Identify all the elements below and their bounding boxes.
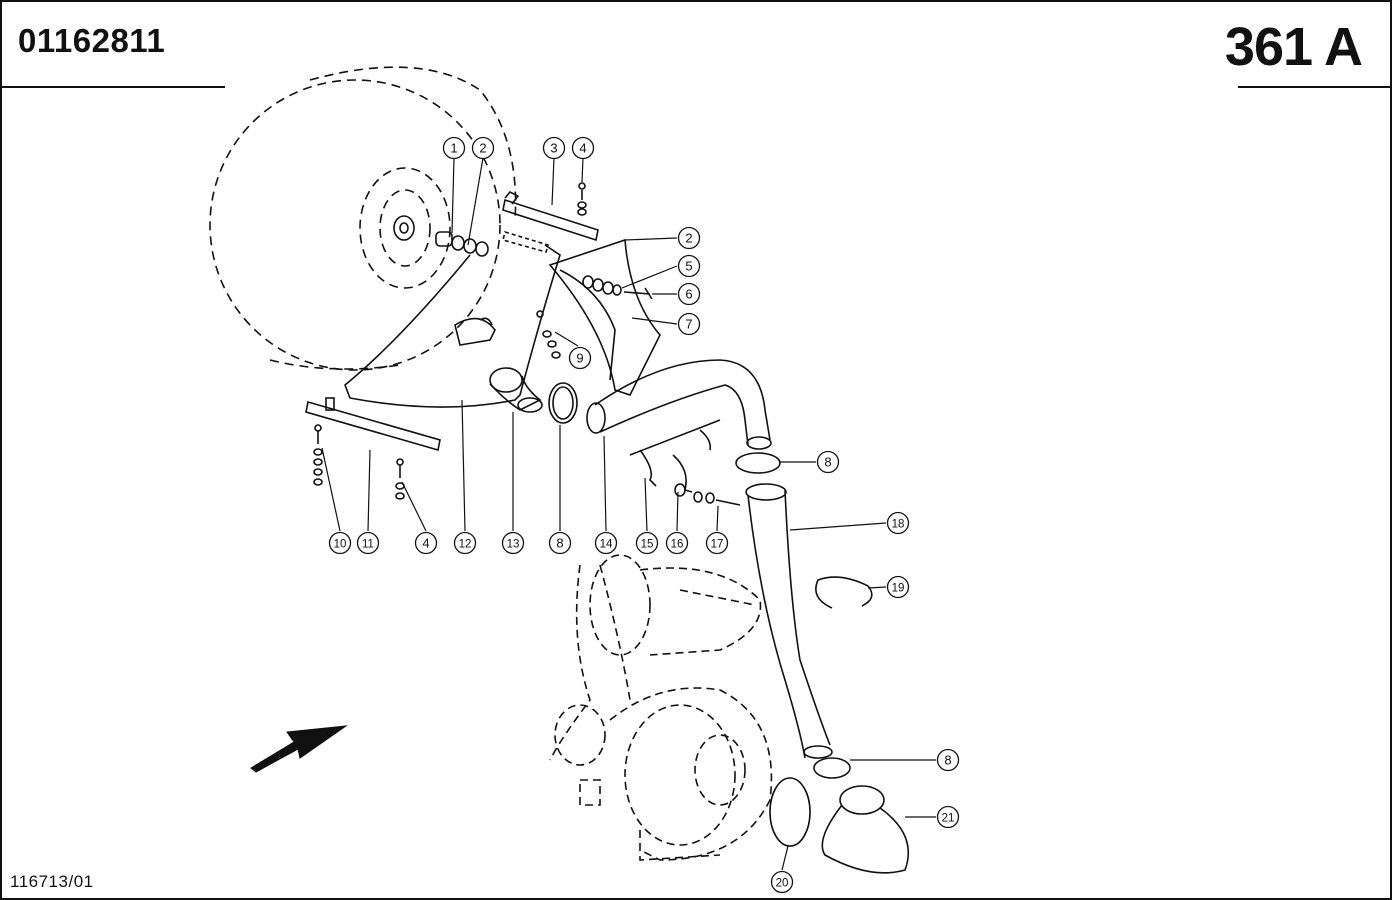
air-deflector	[536, 238, 661, 396]
callout-number: 20	[776, 878, 789, 890]
callout-c3: 3	[542, 136, 566, 160]
short-elbow-hose	[489, 367, 543, 413]
callout-number: 10	[334, 539, 347, 551]
callout-number: 4	[422, 536, 429, 551]
callout-c12: 12	[453, 531, 477, 555]
callout-number: 4	[579, 141, 586, 156]
callout-number: 16	[671, 539, 684, 551]
hose-clamp-upper	[548, 382, 578, 424]
callout-number: 19	[892, 583, 905, 595]
callout-c8c: 8	[936, 748, 960, 772]
callout-number: 21	[942, 813, 955, 825]
curved-guard-plate	[344, 244, 561, 408]
callout-number: 3	[550, 141, 557, 156]
callout-number: 17	[711, 539, 724, 551]
callout-number: 2	[479, 141, 486, 156]
callout-c18: 18	[886, 511, 910, 535]
callout-number: 6	[685, 287, 692, 302]
callout-c13: 13	[501, 531, 525, 555]
hose-clamp-bottom	[769, 777, 811, 847]
callout-c1: 1	[442, 136, 466, 160]
callout-c6: 6	[677, 282, 701, 306]
callout-number: 1	[450, 141, 457, 156]
callout-c7: 7	[677, 312, 701, 336]
callout-number: 9	[576, 351, 583, 366]
callout-c19: 19	[886, 575, 910, 599]
callout-number: 2	[685, 231, 692, 246]
callout-c8b: 8	[548, 531, 572, 555]
engine-pulley-assembly	[549, 554, 773, 861]
callout-number: 8	[824, 455, 831, 470]
page-code: 361 A	[1224, 17, 1363, 77]
flexible-hose	[745, 483, 833, 759]
upper-bracket	[502, 182, 599, 253]
callout-c5: 5	[677, 254, 701, 278]
callout-c11: 11	[356, 531, 380, 555]
callout-c15: 15	[635, 531, 659, 555]
callout-number: 8	[944, 753, 951, 768]
pipe-brackets	[629, 419, 741, 506]
outlet-funnel	[821, 785, 910, 874]
callout-c10: 10	[328, 531, 352, 555]
exploded-parts-diagram	[209, 66, 936, 874]
callout-c2a: 2	[471, 136, 495, 160]
callout-c21: 21	[936, 805, 960, 829]
callout-c9: 9	[568, 346, 592, 370]
document-number: 01162811	[18, 22, 166, 59]
callout-number: 15	[641, 539, 654, 551]
fan-housing-outline	[209, 66, 517, 371]
callout-number: 11	[362, 539, 374, 551]
hose-clamp-lower	[813, 757, 851, 779]
drawing-reference: 116713/01	[10, 872, 94, 891]
callout-c8a: 8	[816, 450, 840, 474]
callout-c20: 20	[770, 870, 794, 894]
callout-c2b: 2	[677, 226, 701, 250]
callout-number: 12	[459, 539, 472, 551]
hose-clamp-middle	[735, 452, 781, 474]
callout-leaders	[321, 157, 936, 871]
spring-clip	[815, 576, 873, 609]
callout-c4a: 4	[571, 136, 595, 160]
callout-number: 8	[556, 536, 563, 551]
callout-c16: 16	[665, 531, 689, 555]
callout-c4b: 4	[414, 531, 438, 555]
curved-pipe	[586, 359, 772, 450]
fan-hub	[393, 215, 489, 257]
callout-number: 5	[685, 259, 692, 274]
callout-number: 13	[507, 539, 520, 551]
callout-number: 7	[685, 317, 692, 332]
callout-c17: 17	[705, 531, 729, 555]
direction-arrow-icon	[250, 725, 348, 773]
callout-number: 14	[600, 539, 613, 551]
lower-bracket	[305, 397, 441, 500]
callout-number: 18	[892, 519, 905, 531]
callout-c14: 14	[594, 531, 618, 555]
